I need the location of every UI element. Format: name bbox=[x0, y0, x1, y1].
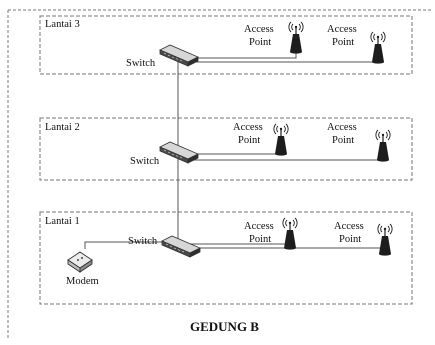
access-point-label: Access bbox=[244, 221, 274, 232]
floor-box-lantai-2 bbox=[39, 117, 413, 181]
access-point-label: Point bbox=[249, 37, 271, 48]
access-point-label: Point bbox=[249, 234, 271, 245]
access-point-label: Access bbox=[334, 221, 364, 232]
access-point-label: Access bbox=[244, 24, 274, 35]
switch-icon bbox=[161, 235, 201, 258]
wireless-access-point-icon bbox=[288, 21, 304, 55]
floor-label: Lantai 1 bbox=[45, 216, 80, 227]
switch-label: Switch bbox=[130, 156, 160, 167]
building-outline bbox=[7, 9, 432, 340]
wireless-access-point-icon bbox=[377, 223, 393, 257]
wireless-access-point-icon bbox=[375, 129, 391, 163]
floor-label: Lantai 3 bbox=[45, 19, 80, 30]
access-point-label: Access bbox=[327, 24, 357, 35]
wireless-access-point-icon bbox=[370, 31, 386, 65]
access-point-label: Point bbox=[332, 135, 354, 146]
floor-label: Lantai 2 bbox=[45, 122, 80, 133]
switch-label: Switch bbox=[128, 236, 158, 247]
modem-icon bbox=[67, 251, 93, 273]
access-point-label: Point bbox=[238, 135, 260, 146]
links-floor-3 bbox=[190, 49, 379, 63]
access-point-label: Access bbox=[233, 122, 263, 133]
building-title: GEDUNG B bbox=[190, 319, 259, 334]
modem-label: Modem bbox=[66, 276, 99, 287]
access-point-label: Point bbox=[332, 37, 354, 48]
switch-label: Switch bbox=[126, 58, 156, 69]
floor-box-lantai-3 bbox=[39, 15, 413, 75]
wireless-access-point-icon bbox=[273, 123, 289, 157]
access-point-label: Point bbox=[339, 234, 361, 245]
switch-icon bbox=[159, 141, 199, 164]
switch-icon bbox=[159, 44, 199, 67]
access-point-label: Access bbox=[327, 122, 357, 133]
wireless-access-point-icon bbox=[282, 217, 298, 251]
floor-box-lantai-1 bbox=[39, 211, 413, 305]
